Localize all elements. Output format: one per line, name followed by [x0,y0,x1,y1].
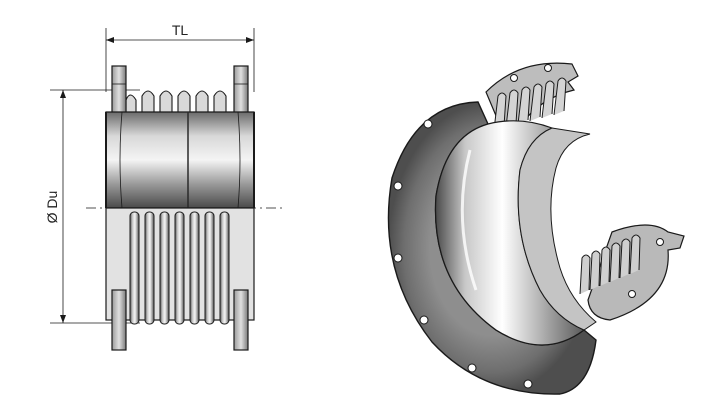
flange-bolt-holes [393,119,533,389]
upper-left-flange [111,65,127,115]
bellows-rib [219,211,230,325]
cutaway-rib [505,89,519,128]
bellows-rib [174,211,185,325]
bellows-rib [129,211,140,325]
bellows-rib [159,211,170,325]
cutaway-rib [629,234,641,275]
cutaway-rib [609,242,621,283]
cutaway-rib [517,86,531,125]
cutaway-rib [579,254,591,295]
lower-right-flange [233,289,249,351]
diameter-label: Ø Du [44,191,60,224]
dimension-total-length: TL [105,22,255,92]
cutaway-rib [589,250,601,291]
bellows-cutaway-view [387,62,685,395]
cutaway-rib [553,77,567,116]
bellows-rib [189,211,200,325]
lower-left-flange [111,289,127,351]
cutaway-rib [619,238,631,279]
cutaway-upper-ribs [493,77,567,131]
total-length-label: TL [172,22,189,38]
cutaway-rib [541,80,555,119]
inner-sleeve-edge [517,127,597,331]
cutaway-lower-ribs [579,234,641,295]
dimension-diameter: Ø Du [44,89,140,324]
cutaway-rib [599,246,611,287]
lower-convolutions [105,207,255,325]
inner-sleeve-upper [105,111,255,209]
upper-convolutions [125,90,227,112]
bellows-section-view [86,65,286,351]
upper-right-flange [233,65,249,115]
bellows-rib [204,211,215,325]
bellows-rib [144,211,155,325]
cutaway-rib [529,83,543,122]
